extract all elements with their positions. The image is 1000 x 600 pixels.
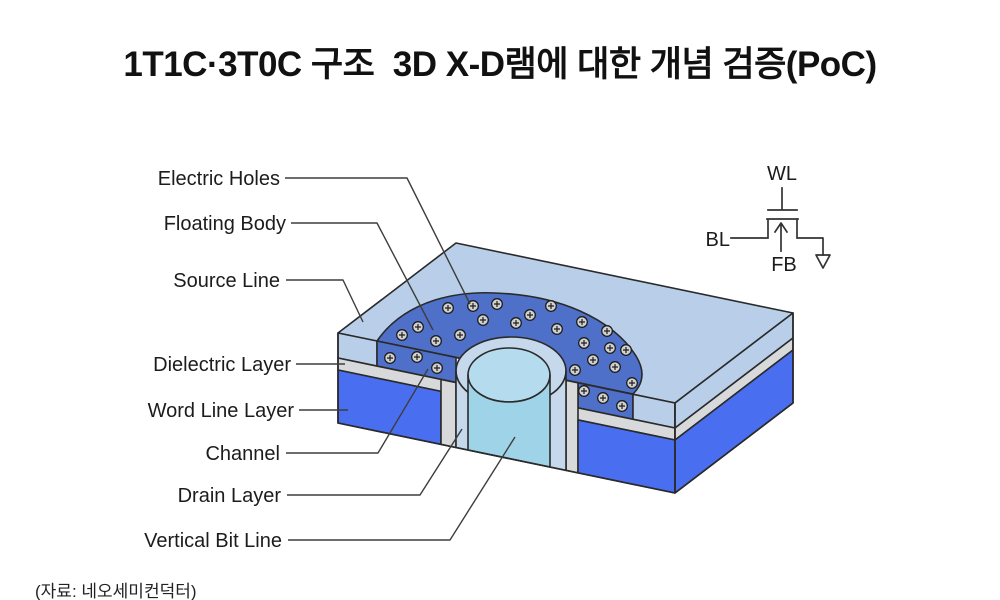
dielectric-liner-left [440,378,457,449]
plus-icon [480,317,486,323]
slab-3d [337,242,794,494]
plus-icon [399,332,405,338]
plus-icon [604,328,610,334]
schematic-wires [730,187,824,256]
plus-icon [554,326,560,332]
plus-icon [590,357,596,363]
label-vertical-bit-line: Vertical Bit Line [144,530,282,552]
label-channel: Channel [205,443,280,465]
plus-icon [548,303,554,309]
leader-channel [286,368,429,454]
plus-icon [434,365,440,371]
plus-icon [457,332,463,338]
schematic-wl-label: WL [767,163,797,185]
diagram-labels: Electric Holes Floating Body Source Line… [144,168,294,552]
plus-icon [494,301,500,307]
page-title: 1T1C·3T0C 구조 3D X-D램에 대한 개념 검증(PoC) [123,45,877,84]
label-word-line-layer: Word Line Layer [148,400,295,422]
ground-arrow-icon [815,254,831,269]
plus-icon [579,319,585,325]
plus-icon [470,303,476,309]
plus-icon [581,388,587,394]
leader-lines [285,177,516,541]
slab-bottom-edges [337,312,794,494]
leader-drain-layer [287,428,463,496]
label-source-line: Source Line [173,270,280,292]
leader-floating-body [291,222,434,331]
body-arrow-icon [773,222,789,252]
source-note: (자료: 네오세미컨덕터) [35,582,197,600]
label-floating-body: Floating Body [164,213,286,235]
plus-icon [619,403,625,409]
plus-icon [612,364,618,370]
plus-icon [581,340,587,346]
schematic-fb-label: FB [771,254,797,276]
hole-markers [384,298,638,412]
plus-icon [607,345,613,351]
schematic-bl-label: BL [706,229,730,251]
bit-line-core-body [467,374,551,468]
channel-pillar [455,336,567,472]
label-drain-layer: Drain Layer [178,485,282,507]
plus-icon [572,367,578,373]
plus-icon [445,305,451,311]
plus-icon [387,355,393,361]
plus-icon [527,312,533,318]
label-electric-holes: Electric Holes [158,168,280,190]
plus-icon [415,324,421,330]
transistor-schematic: WL BL FB [706,163,831,276]
plus-icon [414,354,420,360]
plus-icon [433,338,439,344]
dielectric-liner-right [565,379,579,474]
plus-icon [629,380,635,386]
leader-vertical-bit-line [288,436,516,541]
plus-icon [513,320,519,326]
label-dielectric-layer: Dielectric Layer [153,354,291,376]
leader-source-line [286,279,364,323]
leader-electric-holes [285,177,471,305]
plus-icon [600,395,606,401]
plus-icon [623,347,629,353]
